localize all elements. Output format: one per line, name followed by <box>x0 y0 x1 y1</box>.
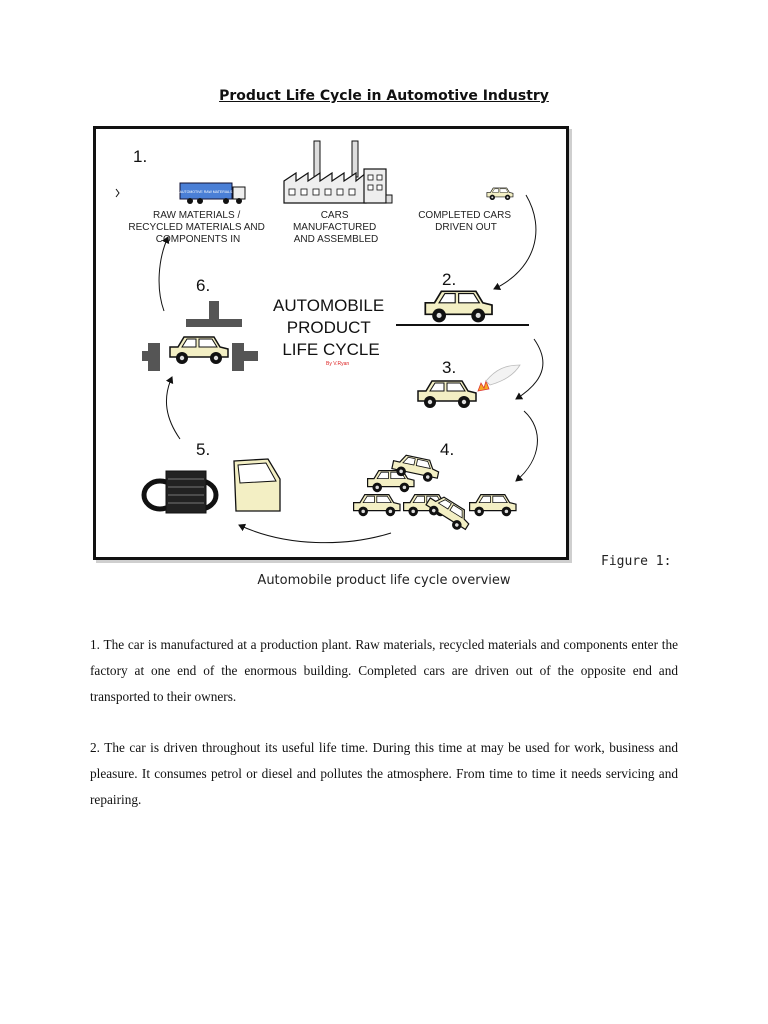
life-cycle-diagram: 1. AUTOMOTIVE RAW MATERIALS <box>93 126 569 560</box>
raw-materials-label: RAW MATERIALS / RECYCLED MATERIALS AND C… <box>128 210 267 245</box>
step-4-number: 4. <box>440 440 454 459</box>
arrow-5-to-6 <box>165 376 181 440</box>
fire-icon <box>477 379 490 392</box>
document-title: Product Life Cycle in Automotive Industr… <box>219 88 549 104</box>
factory-label: CARS MANUFACTURED AND ASSEMBLED <box>293 210 379 245</box>
step-3-number: 3. <box>442 358 456 377</box>
crusher-press-icon <box>142 301 258 371</box>
step-2-number: 2. <box>442 270 456 289</box>
figure-number: Figure 1: <box>601 554 672 569</box>
car-door-window <box>237 462 277 484</box>
scrap-car-pile-icon <box>353 452 517 535</box>
figure-caption: Automobile product life cycle overview <box>257 573 511 588</box>
arrow-1-to-2 <box>493 194 537 291</box>
driven-car-icon <box>424 290 493 324</box>
completed-cars-label: COMPLETED CARS DRIVEN OUT <box>418 210 514 233</box>
truck-icon: AUTOMOTIVE RAW MATERIALS <box>115 182 246 204</box>
truck-sign: AUTOMOTIVE RAW MATERIALS <box>180 190 233 194</box>
arrow-6-to-1 <box>158 236 170 312</box>
diagram-byline: By V.Ryan <box>326 361 349 367</box>
broken-car-icon <box>417 380 477 409</box>
factory-icon <box>283 140 393 204</box>
diagram-title: AUTOMOBILE PRODUCT LIFE CYCLE <box>273 296 389 359</box>
paragraph-2: 2. The car is driven throughout its usef… <box>90 740 678 807</box>
paragraph-1: 1. The car is manufactured at a producti… <box>90 637 678 704</box>
arrow-3-to-4 <box>515 410 538 482</box>
arrow-4-to-5 <box>238 523 392 544</box>
completed-car-icon <box>486 187 514 201</box>
step-1-number: 1. <box>133 147 147 166</box>
tyres-icon <box>141 470 219 514</box>
step-6-number: 6. <box>196 276 210 295</box>
smoke-icon <box>485 364 521 386</box>
step-5-number: 5. <box>196 440 210 459</box>
arrow-2-to-3 <box>515 338 544 400</box>
